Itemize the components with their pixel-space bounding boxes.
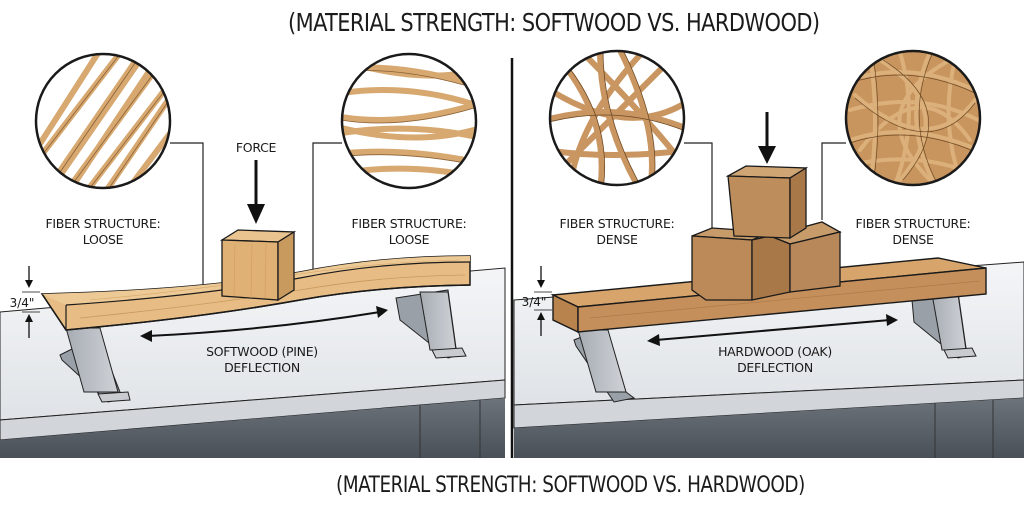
deflection-label-line2: DEFLECTION <box>224 360 300 375</box>
diagram-title-bottom: (MATERIAL STRENGTH: SOFTWOOD VS. HARDWOO… <box>336 473 805 498</box>
fiber-circle-dense-right <box>844 49 982 187</box>
steel-support-left <box>59 327 131 403</box>
deflection-label-line2: DEFLECTION <box>737 360 813 375</box>
weight-block-top <box>725 165 809 240</box>
fiber-label-right-line2: LOOSE <box>389 232 430 247</box>
hardwood-panel: FIBER STRUCTURE: DENSE FIBER STRUCTURE: … <box>513 49 1024 458</box>
fiber-circle-loose-right <box>340 52 478 190</box>
steel-support-left <box>573 327 636 403</box>
bottom-band <box>0 458 1024 506</box>
fiber-circle-loose-left <box>34 52 172 190</box>
fiber-label-left-line1: FIBER STRUCTURE: <box>560 216 675 231</box>
leader-line-right <box>821 142 846 220</box>
fiber-circle-dense-left <box>548 49 686 187</box>
thickness-label-left: 3/4" <box>10 296 35 310</box>
thickness-dimension <box>22 266 40 338</box>
leader-line-left <box>170 142 204 295</box>
force-block <box>219 229 297 302</box>
cabinet <box>514 398 1024 458</box>
deflection-label-line1: SOFTWOOD (PINE) <box>206 344 318 359</box>
diagram-title-top: (MATERIAL STRENGTH: SOFTWOOD VS. HARDWOO… <box>288 8 820 37</box>
deflection-arrow-icon <box>140 306 388 342</box>
softwood-panel: FIBER STRUCTURE: LOOSE FIBER STRUCTURE: … <box>0 52 506 458</box>
fiber-label-right-line2: DENSE <box>892 232 934 247</box>
fiber-label-left-line2: LOOSE <box>83 232 124 247</box>
force-arrow-icon <box>758 112 776 164</box>
leader-line-right <box>312 142 342 283</box>
weight-block-bottom-right <box>751 221 842 301</box>
fiber-label-left-line2: DENSE <box>596 232 638 247</box>
thickness-dimension <box>534 266 552 336</box>
force-arrow-icon <box>247 160 265 224</box>
fiber-label-left-line1: FIBER STRUCTURE: <box>46 216 161 231</box>
deflection-label-line1: HARDWOOD (OAK) <box>718 344 832 359</box>
steel-support-right <box>395 289 467 359</box>
fiber-label-right-line1: FIBER STRUCTURE: <box>352 216 467 231</box>
thickness-label-right: 3/4" <box>522 295 547 309</box>
deflection-arrow-icon <box>647 314 898 346</box>
force-label: FORCE <box>236 140 277 155</box>
fiber-label-right-line1: FIBER STRUCTURE: <box>856 216 971 231</box>
steel-support-right <box>911 291 977 359</box>
leader-line-left <box>684 142 713 235</box>
counter-edge <box>513 379 1024 429</box>
cabinet <box>0 398 505 458</box>
